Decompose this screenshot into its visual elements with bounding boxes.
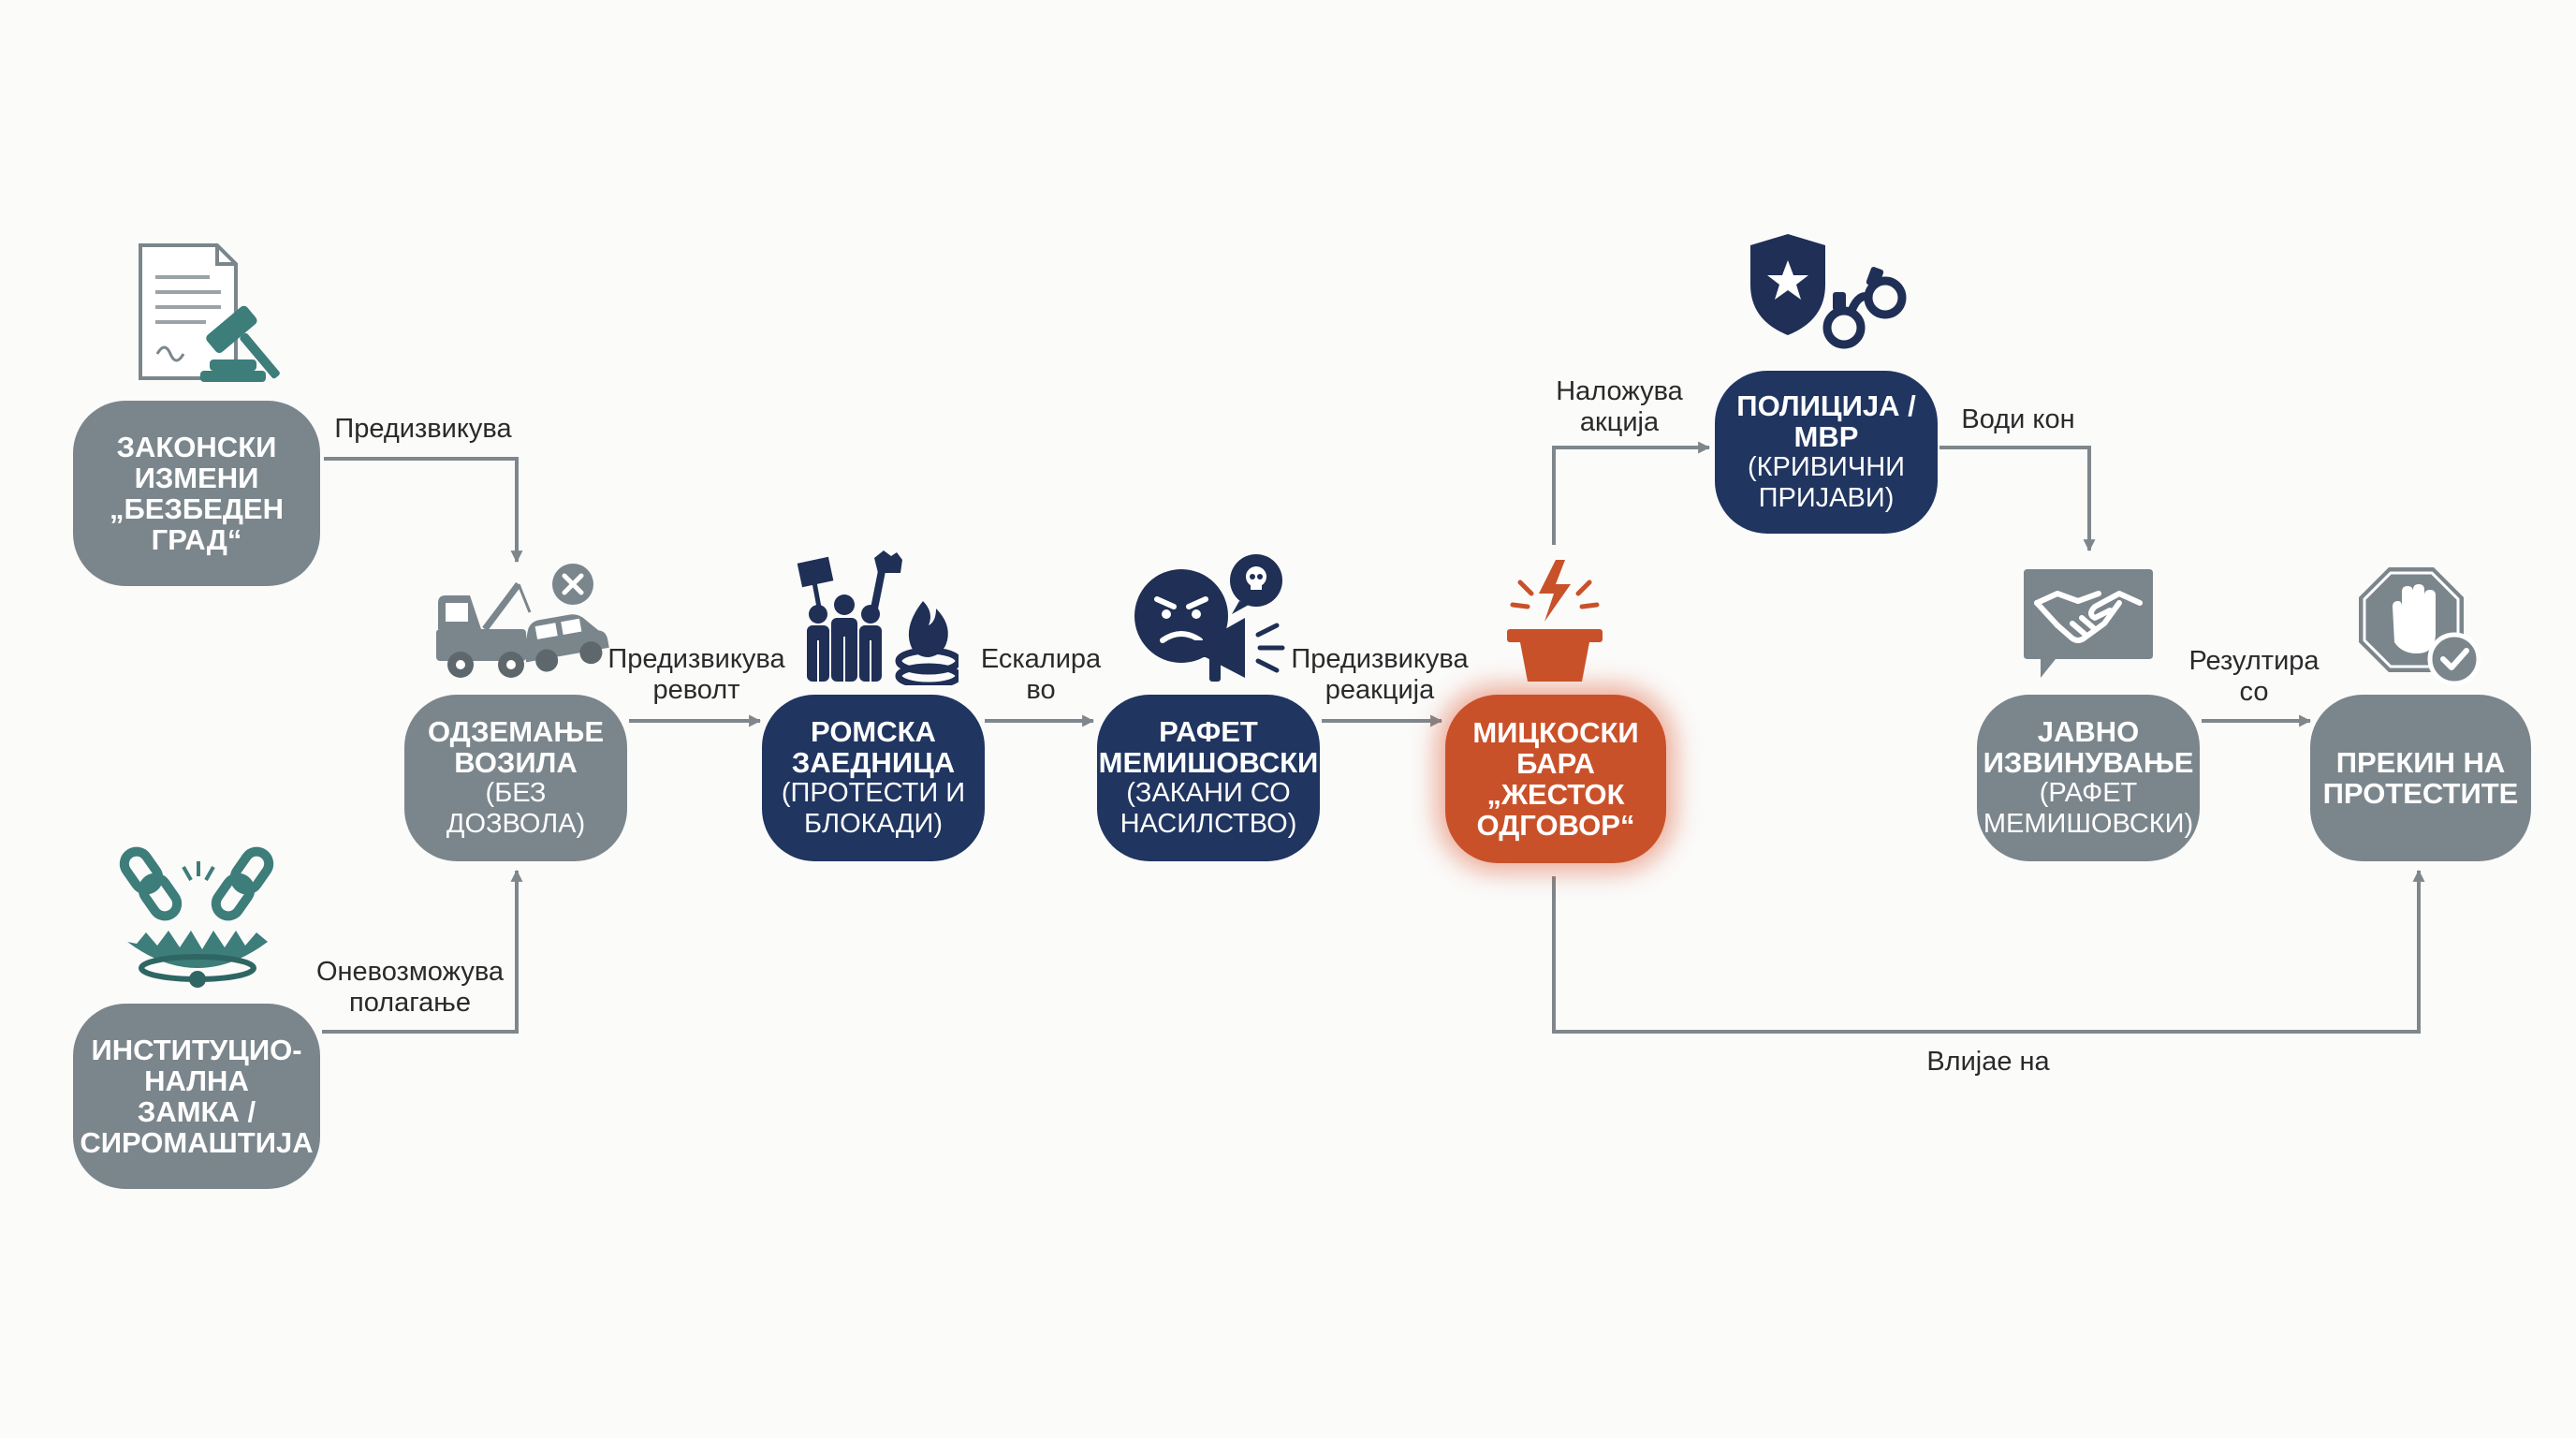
node-title-line: ОДГОВОР“ [1476, 809, 1635, 842]
edge-label-seizure-to-roma: Предизвикува револт [607, 644, 784, 706]
edge-label-line: Предизвикува [334, 414, 512, 444]
edge-label-roma-to-rafet: Ескалира во [981, 644, 1101, 706]
edge-label-line: Ескалира [980, 644, 1102, 674]
node-title-line: НАЛНА [144, 1064, 249, 1097]
node-title-line: МЕМИШОВСКИ [1098, 746, 1319, 779]
node-subtitle-line: (РАФЕТ [2039, 778, 2138, 808]
edge-label-apology-to-end: Резултира со [2188, 646, 2319, 708]
node-rafet: РАФЕТ МЕМИШОВСКИ (ЗАКАНИ СО НАСИЛСТВО) [1097, 695, 1320, 861]
node-title-line: ОДЗЕМАЊЕ [427, 715, 605, 748]
tow-truck-icon [436, 564, 609, 678]
edge-label-line: акција [1579, 407, 1660, 437]
node-title-line: ЗАКОНСКИ [116, 431, 277, 463]
edge-laws-to-seizure [324, 457, 523, 564]
edge-label-mickoski-to-police: Наложува акција [1556, 376, 1683, 438]
police-badge-handcuffs-icon [1750, 234, 1907, 349]
broken-chain-trap-icon [119, 846, 274, 988]
node-mickoski: МИЦКОСКИ БАРА „ЖЕСТОК ОДГОВОР“ [1445, 695, 1666, 863]
handshake-icon [2024, 569, 2153, 678]
edge-label-line: Резултира [2188, 646, 2320, 676]
edge-label-line: реакција [1325, 675, 1435, 705]
node-title-line: ПОЛИЦИЈА / [1736, 389, 1916, 422]
node-subtitle-line: (ЗАКАНИ СО [1126, 778, 1291, 808]
edge-label-police-to-apology: Води кон [1961, 404, 2074, 435]
node-end: ПРЕКИН НА ПРОТЕСТИТЕ [2310, 695, 2531, 861]
document-gavel-icon [139, 243, 280, 382]
node-title-line: ВОЗИЛА [454, 746, 578, 779]
node-subtitle-line: НАСИЛСТВО) [1120, 809, 1297, 839]
edge-label-line: полагање [348, 988, 471, 1018]
edge-label-line: Предизвикува [1291, 644, 1469, 674]
edge-label-mickoski-to-end: Влијае на [1926, 1047, 2049, 1078]
edge-label-line: Влијае на [1926, 1047, 2050, 1077]
node-title-line: ИЗМЕНИ [134, 462, 259, 494]
node-subtitle-line: (ПРОТЕСТИ И [781, 778, 966, 808]
podium-lightning-icon [1507, 560, 1603, 682]
node-seizure: ОДЗЕМАЊЕ ВОЗИЛА (БЕЗ ДОЗВОЛА) [404, 695, 627, 861]
edge-label-trap-to-seizure: Оневозможува полагање [316, 957, 504, 1019]
stop-hand-check-icon [2359, 567, 2481, 686]
edge-mickoski-to-police [1552, 441, 1711, 545]
edge-label-line: Наложува [1556, 376, 1683, 406]
edge-label-line: Води кон [1961, 404, 2075, 434]
node-subtitle-line: БЛОКАДИ) [804, 809, 943, 839]
edge-label-rafet-to-mickoski: Предизвикува реакција [1291, 644, 1468, 706]
edge-label-laws-to-seizure: Предизвикува [334, 414, 511, 445]
protest-crowd-icon [797, 550, 959, 685]
node-title-line: „БЕЗБЕДЕН [110, 492, 284, 525]
node-title-line: ЗАМКА / [137, 1095, 256, 1128]
edge-label-line: со [2239, 677, 2269, 707]
edge-mickoski-to-end [1552, 869, 2425, 1034]
node-title-line: РОМСКА [811, 715, 936, 748]
node-trap: ИНСТИТУЦИО- НАЛНА ЗАМКА / СИРОМАШТИЈА [73, 1004, 320, 1189]
node-title-line: ЈАВНО [2037, 715, 2140, 748]
node-title-line: МИЦКОСКИ [1472, 716, 1639, 749]
node-apology: ЈАВНО ИЗВИНУВАЊЕ (РАФЕТ МЕМИШОВСКИ) [1977, 695, 2200, 861]
node-roma: РОМСКА ЗАЕДНИЦА (ПРОТЕСТИ И БЛОКАДИ) [762, 695, 985, 861]
node-title-line: БАРА [1516, 747, 1595, 780]
node-laws: ЗАКОНСКИ ИЗМЕНИ „БЕЗБЕДЕН ГРАД“ [73, 401, 320, 586]
node-title-line: „ЖЕСТОК [1486, 778, 1625, 811]
edge-label-line: во [1026, 675, 1056, 705]
node-title-line: ИЗВИНУВАЊЕ [1983, 746, 2194, 779]
node-title-line: ГРАД“ [151, 523, 242, 556]
node-subtitle-line: МЕМИШОВСКИ) [1983, 809, 2194, 839]
angry-face-megaphone-icon [1134, 554, 1285, 682]
edge-label-line: Предизвикува [607, 644, 785, 674]
node-subtitle-line: ПРИЈАВИ) [1758, 483, 1895, 513]
node-title-line: ЗАЕДНИЦА [791, 746, 956, 779]
node-subtitle-line: (КРИВИЧНИ [1747, 452, 1906, 482]
node-title-line: СИРОМАШТИЈА [80, 1126, 314, 1159]
node-police: ПОЛИЦИЈА / МВР (КРИВИЧНИ ПРИЈАВИ) [1715, 371, 1938, 534]
node-title-line: МВР [1793, 420, 1859, 453]
node-title-line: РАФЕТ [1159, 715, 1258, 748]
edge-label-line: Оневозможува [315, 957, 505, 987]
node-title-line: ПРЕКИН НА [2335, 746, 2506, 779]
edge-label-line: револт [652, 675, 740, 705]
node-title-line: ИНСТИТУЦИО- [91, 1034, 302, 1066]
node-subtitle-line: (БЕЗ ДОЗВОЛА) [446, 778, 586, 839]
edge-police-to-apology [1939, 446, 2096, 552]
node-title-line: ПРОТЕСТИТЕ [2322, 777, 2519, 810]
edge-trap-to-seizure [322, 869, 523, 1034]
